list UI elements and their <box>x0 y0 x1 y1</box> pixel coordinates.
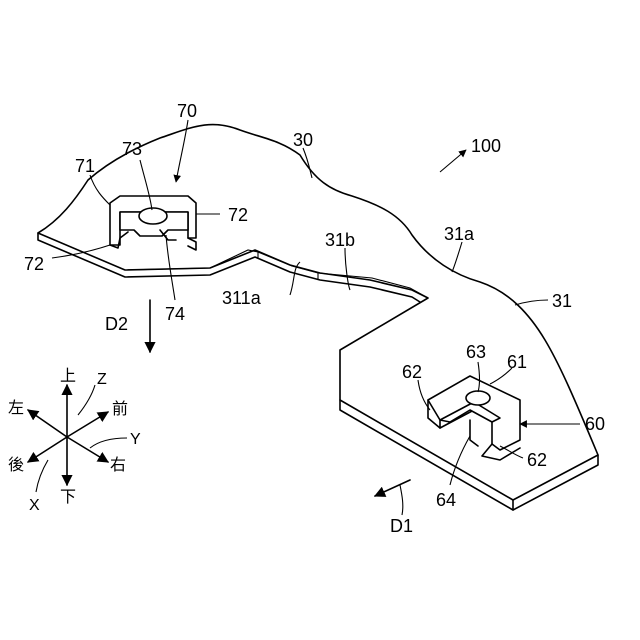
axis-y-leader <box>90 438 127 448</box>
label-62-right: 62 <box>527 450 547 470</box>
label-72-right: 72 <box>228 205 248 225</box>
label-d1: D1 <box>390 516 413 536</box>
axis-label-back: 後 <box>8 456 24 474</box>
axis-label-front: 前 <box>112 400 128 418</box>
label-64: 64 <box>436 490 456 510</box>
label-74: 74 <box>165 304 185 324</box>
label-100: 100 <box>471 136 501 156</box>
label-63: 63 <box>466 342 486 362</box>
axis-label-z: Z <box>97 371 107 388</box>
label-70: 70 <box>177 101 197 121</box>
d1-arrow <box>375 480 410 496</box>
axis-label-right: 右 <box>110 456 126 474</box>
axis-label-down: 下 <box>60 489 76 506</box>
leader-100 <box>440 150 466 172</box>
leader-31 <box>515 300 548 305</box>
axis-x-leader <box>36 460 48 492</box>
axis-z-leader <box>78 385 95 415</box>
label-30: 30 <box>293 130 313 150</box>
label-73: 73 <box>122 139 142 159</box>
axis-back <box>28 437 67 462</box>
leader-31a <box>452 242 462 272</box>
label-72-left: 72 <box>24 254 44 274</box>
label-62-left: 62 <box>402 362 422 382</box>
label-61: 61 <box>507 352 527 372</box>
d1-leader <box>400 485 403 515</box>
axis-label-up: 上 <box>60 367 76 385</box>
label-71: 71 <box>75 156 95 176</box>
front-clip-hole <box>466 391 490 405</box>
label-d2: D2 <box>105 314 128 334</box>
axis-front <box>67 412 108 437</box>
axis-label-left: 左 <box>8 399 24 417</box>
label-31: 31 <box>552 291 572 311</box>
label-31b: 31b <box>325 230 355 250</box>
label-60: 60 <box>585 414 605 434</box>
axis-label-x: X <box>29 497 40 514</box>
axis-left <box>28 410 67 437</box>
rear-clip-hole <box>139 208 167 224</box>
label-31a: 31a <box>444 224 475 244</box>
label-311a: 311a <box>222 288 262 308</box>
axis-right <box>67 437 108 462</box>
axis-label-y: Y <box>130 431 141 448</box>
